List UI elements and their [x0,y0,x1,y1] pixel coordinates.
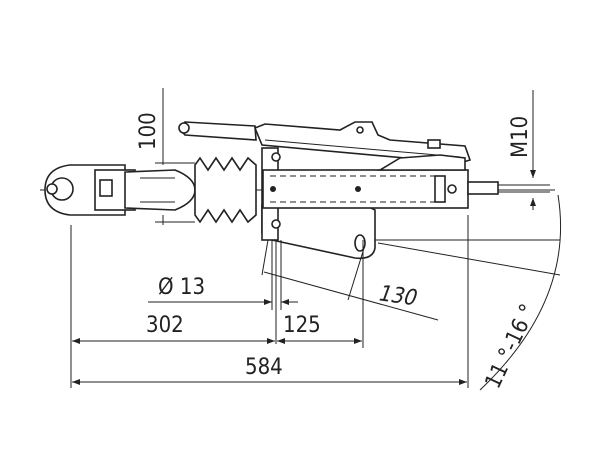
coupling-head [44,164,196,216]
handbrake-lever [178,121,472,171]
drawbar-tube [262,169,550,209]
dim-100: 100 [136,112,161,150]
dim-angle: 11 °-16 ° [481,301,542,393]
dim-584: 584 [245,355,283,380]
dim-302: 302 [146,313,184,338]
dimension-lines [70,88,561,391]
dim-hole-diameter: Ø 13 [158,275,205,300]
dim-125: 125 [283,313,321,338]
bellows [194,156,257,224]
dim-130: 130 [375,281,421,311]
dim-m10: M10 [508,116,533,158]
